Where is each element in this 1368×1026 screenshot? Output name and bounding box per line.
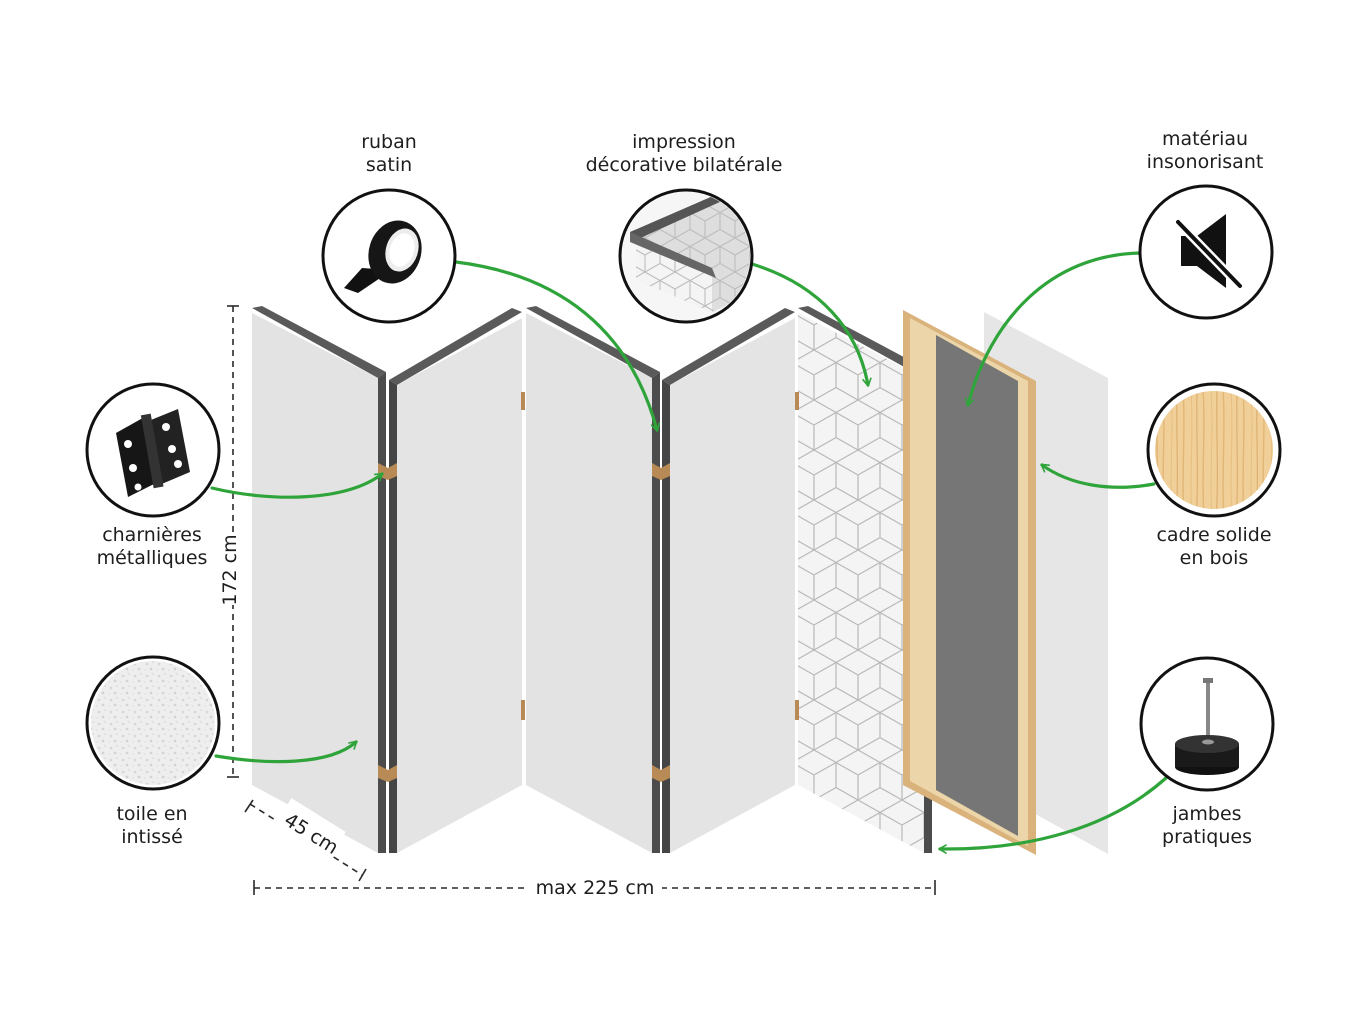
panel-2 bbox=[397, 318, 522, 853]
pin-foot-icon bbox=[1139, 656, 1275, 792]
arrow-ruban bbox=[454, 260, 661, 432]
metal-hinge-icon bbox=[85, 382, 221, 518]
arrow-toile bbox=[214, 740, 358, 764]
insulation-layer bbox=[936, 335, 1018, 836]
cube-pattern-corner-icon bbox=[618, 188, 754, 324]
width-dimension: max 225 cm bbox=[536, 877, 655, 899]
arrow-materiau bbox=[964, 251, 1142, 407]
fleece-texture-icon bbox=[85, 655, 221, 791]
panel-1 bbox=[252, 313, 378, 853]
arrow-jambes bbox=[938, 776, 1168, 854]
panel-4 bbox=[670, 318, 795, 853]
mute-speaker-icon bbox=[1138, 184, 1274, 320]
panel-3 bbox=[526, 313, 652, 853]
wood-grain-icon bbox=[1146, 382, 1282, 518]
arrow-impression bbox=[750, 262, 872, 387]
arrow-cadre bbox=[1040, 463, 1156, 489]
height-dimension: 172 cm bbox=[219, 534, 241, 605]
room-divider bbox=[252, 306, 1108, 855]
tape-roll-icon bbox=[321, 188, 457, 324]
arrow-charnieres bbox=[210, 472, 384, 499]
callout-arrows bbox=[210, 251, 1168, 854]
